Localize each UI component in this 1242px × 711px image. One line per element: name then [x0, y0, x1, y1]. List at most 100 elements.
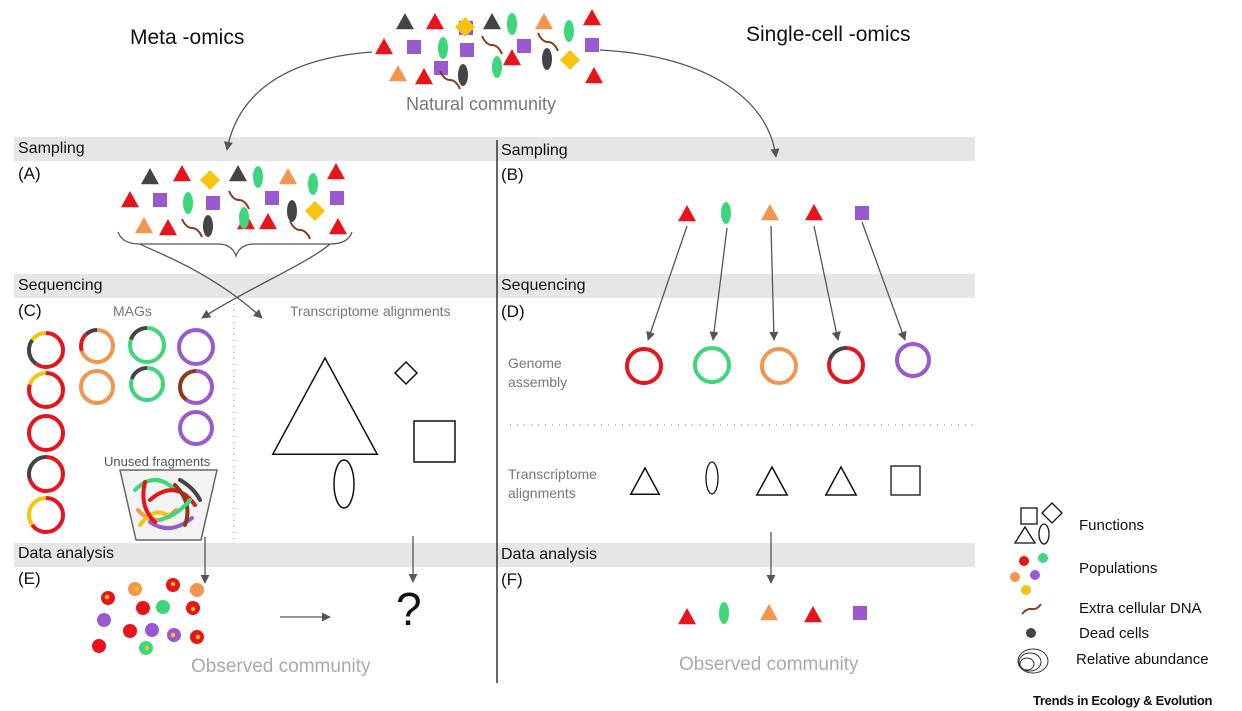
arrow-single-2 [709, 227, 728, 341]
sequencing-band [14, 274, 975, 298]
triangle-mark [535, 13, 553, 30]
cell-dot [123, 624, 137, 638]
legend-dna-icon [1021, 603, 1042, 615]
dna-fragment [133, 478, 177, 492]
panel-f: (F) [501, 570, 523, 589]
observed-meta: Observed community [191, 656, 371, 677]
oval-mark [492, 56, 502, 78]
legend-triangle-icon [1013, 525, 1037, 544]
arrow-single-5 [861, 221, 907, 341]
square-mark [407, 40, 421, 54]
organism-shapes [92, 9, 869, 655]
legend-functions: Functions [1079, 517, 1145, 534]
panel-e: (E) [18, 569, 41, 588]
sampling-band [14, 137, 975, 161]
arrow-single-4 [813, 225, 841, 341]
transcriptome-triangle-large [271, 356, 379, 455]
triangle-mark [173, 165, 191, 182]
oval-mark [719, 602, 729, 624]
mag-circle [79, 328, 115, 364]
trans-label-2: alignments [508, 485, 576, 501]
mag-circle [27, 455, 65, 493]
genome-label-1: Genome [508, 355, 562, 371]
square-mark [330, 191, 344, 205]
legend-abundance-icon [1017, 648, 1049, 674]
triangle-mark [121, 191, 139, 208]
triangle-mark [760, 604, 778, 621]
triangle-mark [375, 38, 393, 55]
mag-circle [27, 331, 65, 369]
transcriptome-triangle [629, 466, 661, 495]
cell-dot [190, 606, 196, 612]
dna-fragment-mark [289, 220, 311, 240]
oval-mark [203, 215, 213, 237]
arrows [139, 49, 907, 622]
heading-meta: Meta -omics [130, 26, 245, 49]
square-mark [855, 206, 869, 220]
triangle-mark [159, 219, 177, 236]
triangle-mark [583, 9, 601, 26]
oval-mark [239, 207, 249, 229]
mag-circle [178, 410, 214, 446]
sampling-label-right: Sampling [501, 142, 568, 159]
oval-mark [542, 48, 552, 70]
mag-circle [79, 328, 115, 364]
legend-ellipse-icon [1038, 523, 1050, 545]
legend-population-dot [1010, 572, 1020, 582]
transcriptome-square [890, 465, 921, 496]
transcriptome-triangle [755, 465, 789, 496]
sampling-label-left: Sampling [18, 140, 85, 157]
triangle-mark [761, 204, 779, 221]
dna-fragment-mark [537, 32, 559, 52]
arrow-to-mags [201, 243, 331, 319]
transcriptome-ellipse [705, 461, 719, 495]
mag-circle [128, 326, 166, 364]
oval-mark [458, 64, 468, 86]
diamond-mark [200, 170, 220, 190]
oval-mark [287, 200, 297, 222]
oval-mark [721, 202, 731, 224]
trans-label-1: Transcriptome [508, 466, 597, 482]
legend-dead: Dead cells [1079, 625, 1150, 642]
genome-circle [827, 346, 865, 384]
arrow-single-1 [646, 225, 688, 341]
genome-label-2: assembly [508, 374, 568, 390]
sequencing-label-left: Sequencing [18, 277, 103, 294]
square-mark [517, 39, 531, 53]
legend-icons [1010, 502, 1063, 674]
legend-extracellular: Extra cellular DNA [1079, 600, 1202, 617]
legend-diamond-icon [1041, 502, 1063, 524]
oval-mark [564, 20, 574, 42]
cell-dot [195, 634, 201, 640]
triangle-mark [426, 13, 444, 30]
oval-mark [507, 13, 517, 35]
transcriptome-triangle [824, 465, 858, 496]
genome-circle [693, 346, 731, 384]
oval-mark [438, 37, 448, 59]
cell-dot [156, 600, 170, 614]
transcriptome-label: Transcriptome alignments [290, 303, 451, 319]
triangle-mark [135, 217, 153, 234]
mag-circle [177, 328, 215, 366]
oval-mark [253, 166, 263, 188]
cell-dot [170, 581, 176, 587]
transcriptome-diamond [393, 360, 419, 386]
arrow-single-3 [769, 225, 779, 341]
triangle-mark [327, 163, 345, 180]
dna-fragment [158, 498, 192, 522]
square-mark [585, 38, 599, 52]
cell-dot [170, 632, 176, 638]
cell-dot [92, 639, 106, 653]
triangle-mark [805, 204, 823, 221]
arrow-to-sampling-b [599, 49, 780, 158]
cell-dot [145, 623, 159, 637]
triangle-mark [804, 606, 822, 623]
arrow-to-sampling-a [224, 51, 373, 151]
genome-circles [27, 326, 931, 541]
legend-abundance: Relative abundance [1076, 651, 1209, 668]
triangle-mark [141, 168, 159, 185]
diamond-mark [455, 17, 475, 37]
journal-credit: Trends in Ecology & Evolution [1033, 693, 1213, 708]
